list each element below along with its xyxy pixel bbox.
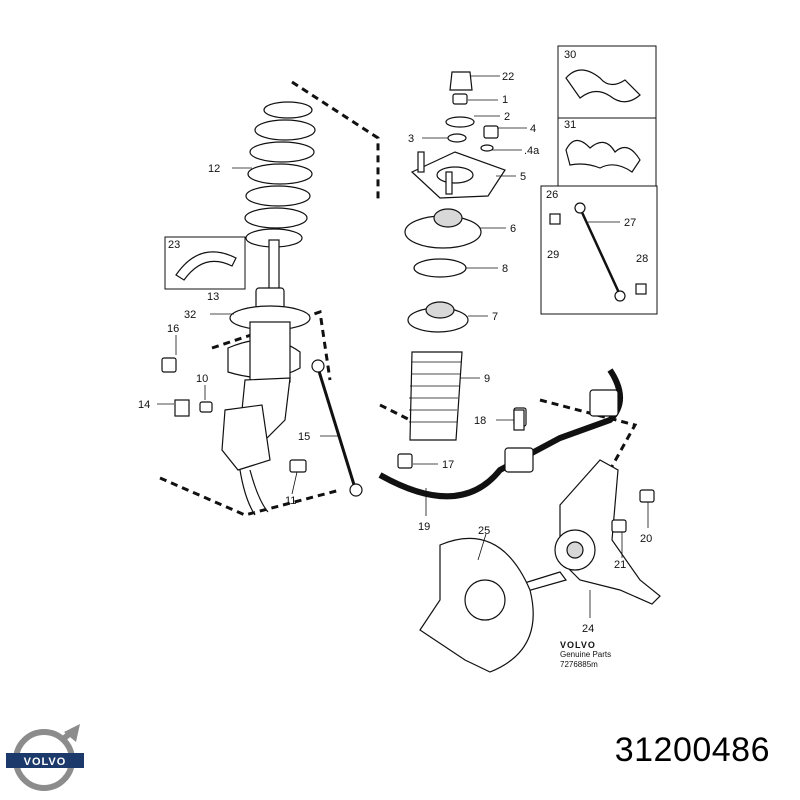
bolts: [161, 357, 655, 533]
callout-labels: 1 2 3 4 .4a 5 6 7 8 9 10 11 12 13 14 15 …: [138, 49, 652, 635]
callout-17: 17: [442, 459, 454, 471]
callout-3: 3: [408, 133, 414, 145]
callout-2: 2: [504, 111, 510, 123]
callout-28: 28: [636, 253, 648, 265]
callout-16: 16: [167, 323, 179, 335]
stabilizer-bar: [378, 368, 623, 500]
callout-26: 26: [546, 189, 558, 201]
callout-4a: .4a: [524, 145, 540, 157]
brake-splash-shield: [419, 537, 534, 673]
leader-lines: [157, 75, 649, 618]
callout-20: 20: [640, 533, 652, 545]
callout-30: 30: [564, 49, 576, 61]
callout-23: 23: [168, 239, 180, 251]
callout-13: 13: [207, 291, 219, 303]
callout-24: 24: [582, 623, 594, 635]
dashed-group-outlines: [159, 80, 638, 517]
callout-1: 1: [502, 94, 508, 106]
callout-12: 12: [208, 163, 220, 175]
logo-text: VOLVO: [24, 756, 67, 768]
callout-10: 10: [196, 373, 208, 385]
genuine-line-2: 7276885m: [560, 660, 598, 669]
callout-9: 9: [484, 373, 490, 385]
volvo-logo: VOLVO: [6, 724, 84, 791]
callout-14: 14: [138, 399, 150, 411]
callout-32: 32: [184, 309, 196, 321]
callout-5: 5: [520, 171, 526, 183]
callout-25: 25: [478, 525, 490, 537]
bump-stop-strip: [175, 251, 237, 281]
callout-4: 4: [530, 123, 536, 135]
callout-11: 11: [285, 495, 296, 507]
callout-boxes: [164, 45, 658, 315]
genuine-parts-stamp: VOLVO Genuine Parts 7276885m: [560, 640, 611, 670]
genuine-line-1: Genuine Parts: [560, 650, 612, 659]
callout-6: 6: [510, 223, 516, 235]
callout-15: 15: [298, 431, 310, 443]
coil-spring: [244, 101, 316, 291]
link-27: [549, 202, 647, 302]
callout-7: 7: [492, 311, 498, 323]
callout-29: 29: [547, 249, 559, 261]
link-rod: [311, 359, 363, 497]
callout-8: 8: [502, 263, 508, 275]
part-number: 31200486: [614, 731, 770, 769]
top-mount-stack: [404, 71, 506, 333]
steering-knuckle: [516, 459, 661, 605]
callout-31: 31: [564, 119, 576, 131]
genuine-brand: VOLVO: [560, 640, 596, 650]
callout-19: 19: [418, 521, 430, 533]
callout-27: 27: [624, 217, 636, 229]
dust-boot: [409, 351, 463, 441]
callout-21: 21: [614, 559, 626, 571]
clips-30-31: [565, 69, 641, 173]
callout-22: 22: [502, 71, 514, 83]
strut-assembly: [221, 287, 311, 516]
callout-18: 18: [474, 415, 486, 427]
